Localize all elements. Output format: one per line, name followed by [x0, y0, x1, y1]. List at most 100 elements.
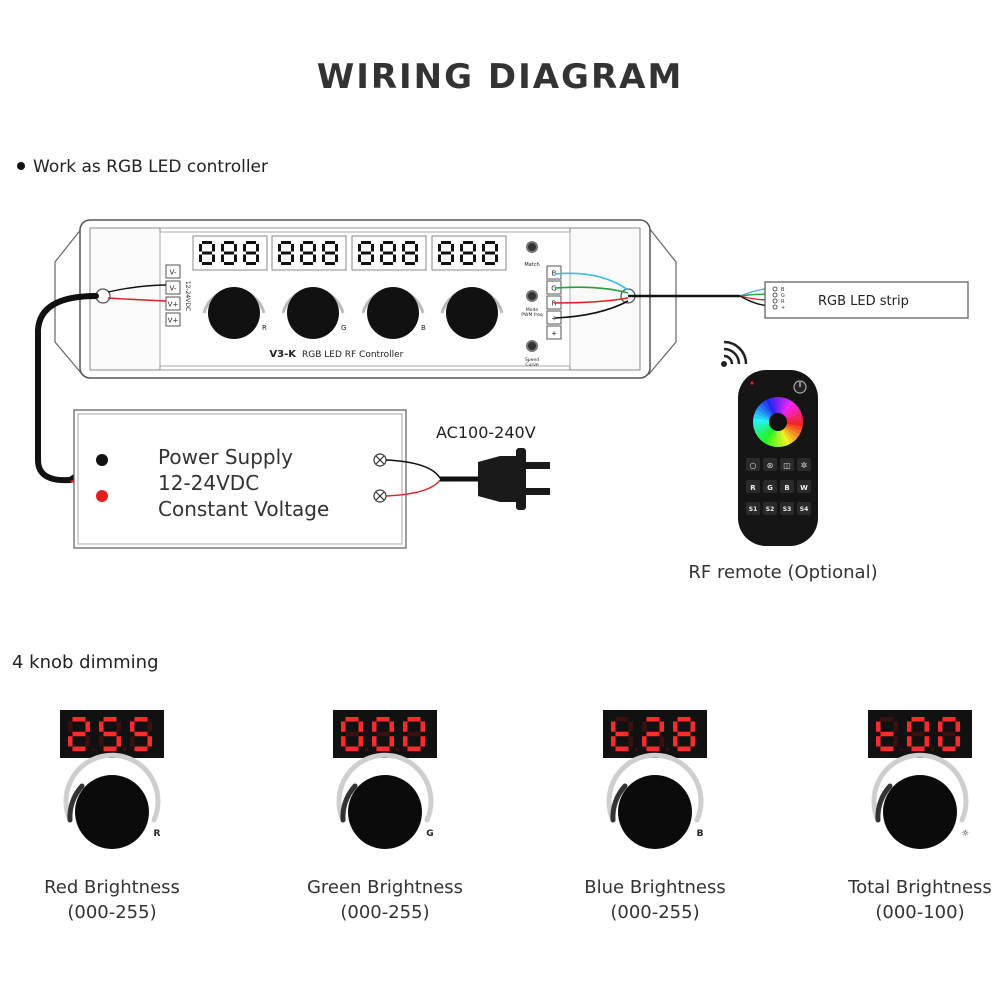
page-title: WIRING DIAGRAM	[317, 57, 684, 97]
display-segment	[246, 262, 256, 265]
remote-color-button[interactable]: W	[797, 480, 811, 493]
power-terminal-label: V+	[168, 317, 179, 325]
display-segment	[393, 254, 396, 262]
controller-knob[interactable]: R	[202, 287, 267, 339]
remote-scene-button[interactable]: S2	[763, 502, 777, 515]
dimming-knob[interactable]	[63, 752, 161, 849]
ps-line2: 12-24VDC	[158, 471, 259, 495]
remote-button-label: B	[784, 484, 789, 492]
knob-range: (000-255)	[67, 902, 156, 923]
ac-voltage-label: AC100-240V	[436, 423, 536, 442]
knob-range: (000-255)	[610, 902, 699, 923]
display-segment	[134, 746, 148, 751]
display-segment	[345, 731, 359, 737]
display-segment	[690, 736, 695, 747]
display-segment	[615, 717, 629, 722]
controller-knob[interactable]	[440, 287, 504, 339]
display-segment	[876, 736, 881, 747]
display-segment	[495, 254, 498, 262]
display-segment	[325, 251, 335, 255]
display-segment	[291, 254, 294, 262]
display-segment	[371, 254, 374, 262]
remote-scene-button[interactable]: S3	[780, 502, 794, 515]
display-segment	[303, 262, 313, 265]
display-segment	[322, 244, 325, 252]
display-segment	[130, 736, 135, 747]
remote-mode-button[interactable]: ⊛	[763, 458, 777, 471]
display-segment	[322, 254, 325, 262]
dimming-knob[interactable]	[606, 752, 704, 849]
remote-color-button[interactable]: G	[763, 480, 777, 493]
display-segment	[628, 721, 633, 732]
display-segment	[335, 254, 338, 262]
display-segment	[68, 736, 73, 747]
display-segment	[224, 262, 234, 265]
display-segment	[646, 731, 660, 737]
display-segment	[202, 251, 212, 255]
controller-display	[192, 235, 268, 271]
display-segment	[407, 731, 421, 737]
display-segment	[911, 746, 925, 751]
display-segment	[911, 731, 925, 737]
display-segment	[673, 721, 678, 732]
display-segment	[482, 244, 485, 252]
display-segment	[256, 254, 259, 262]
display-segment	[673, 736, 678, 747]
display-segment	[291, 244, 294, 252]
match-label: Match	[524, 262, 539, 268]
display-segment	[441, 262, 451, 265]
display-segment	[463, 251, 473, 255]
controller-knob[interactable]: B	[361, 287, 426, 339]
ps-negative-terminal	[96, 454, 108, 466]
remote-scene-button[interactable]: S4	[797, 502, 811, 515]
display-segment	[420, 736, 425, 747]
wireless-signal-icon	[721, 340, 748, 367]
display-segment	[611, 721, 616, 732]
display-segment	[371, 244, 374, 252]
display-segment	[405, 251, 415, 255]
display-segment	[911, 717, 925, 722]
display-segment	[99, 736, 104, 747]
display-segment	[642, 736, 647, 747]
display-segment	[955, 736, 960, 747]
display-segment	[202, 262, 212, 265]
controller-display	[351, 235, 427, 271]
display-segment	[880, 746, 894, 751]
remote-mode-button[interactable]: ◫	[780, 458, 794, 471]
knob-letter: G	[341, 324, 346, 332]
display-segment	[224, 241, 234, 244]
dimming-knob[interactable]	[871, 752, 969, 849]
display-segment	[325, 241, 335, 244]
remote-mode-button[interactable]: ○	[746, 458, 760, 471]
display-segment	[924, 721, 929, 732]
display-segment	[405, 262, 415, 265]
knob-letter: R	[262, 324, 267, 332]
power-supply: Power Supply 12-24VDC Constant Voltage	[73, 409, 407, 549]
remote-mode-button[interactable]: ✲	[797, 458, 811, 471]
output-wires	[554, 272, 771, 319]
speed-button[interactable]	[526, 340, 538, 352]
remote-button-label: S1	[749, 506, 758, 513]
mode-button[interactable]	[526, 290, 538, 302]
remote-scene-button[interactable]: S1	[746, 502, 760, 515]
svg-text:○: ○	[750, 461, 757, 470]
knob-channel-letter: G	[426, 829, 433, 839]
svg-text:✲: ✲	[801, 461, 808, 470]
display-segment	[234, 254, 237, 262]
dimming-knob[interactable]	[336, 752, 434, 849]
display-segment	[221, 244, 224, 252]
remote-color-button[interactable]: B	[780, 480, 794, 493]
color-wheel-center[interactable]	[769, 413, 787, 431]
display-segment	[313, 254, 316, 262]
strip-pin-label: +	[781, 305, 785, 311]
ac-terminal	[373, 453, 387, 467]
match-button[interactable]	[526, 241, 538, 253]
section-rgb-label: Work as RGB LED controller	[33, 157, 268, 177]
bullet-dot	[17, 162, 25, 170]
display-segment	[646, 717, 660, 722]
display-segment	[325, 262, 335, 265]
controller-model: V3-K	[269, 349, 297, 360]
controller-knob[interactable]: G	[281, 287, 346, 339]
remote-color-button[interactable]: R	[746, 480, 760, 493]
